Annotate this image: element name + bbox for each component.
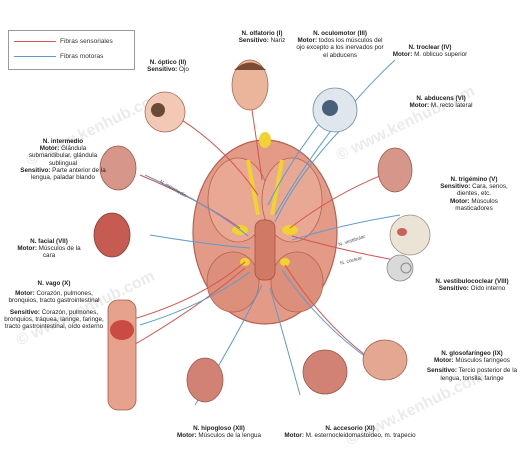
nerve-name: N. oculomotor (III)	[296, 30, 384, 37]
face-muscles-figure	[94, 213, 130, 257]
desc-key: Sensitivo:	[439, 285, 469, 292]
nerve-name: N. glosofaríngeo (IX)	[418, 350, 526, 357]
label-vago: N. vago (X) Motor: Corazón, pulmones, br…	[4, 280, 104, 330]
motor-value: Músculos faríngeos	[455, 357, 510, 364]
head-trigemino-figure	[378, 148, 412, 192]
label-intermedio: N. intermedio Motor: Glándula submandibu…	[20, 138, 106, 181]
label-abducens: N. abducens (VI) Motor: M. recto lateral	[396, 95, 486, 109]
desc-key: Sensitivo:	[239, 37, 269, 44]
nerve-name: N. trigémino (V)	[432, 176, 516, 183]
nerve-name: N. vago (X)	[4, 280, 104, 287]
motor-key: Motor:	[450, 198, 470, 205]
nerve-name: N. abducens (VI)	[396, 95, 486, 102]
desc-value: M. esternocleidomastoideo, m. trapecio	[306, 432, 416, 439]
neck-figure	[303, 350, 347, 394]
nerve-name: N. vestibulococlear (VIII)	[420, 278, 524, 285]
desc-key: Motor:	[17, 245, 37, 252]
legend-motor-swatch	[14, 56, 56, 58]
label-accesorio: N. accesorio (XI) Motor: M. esternocleid…	[280, 425, 420, 439]
legend: Fibras sensoriales Fibras motoras	[8, 30, 135, 70]
organs-figure	[108, 300, 136, 410]
desc-key: Motor:	[284, 432, 304, 439]
legend-motor-label: Fibras motoras	[60, 53, 103, 60]
sens-key: Sensitivo:	[20, 167, 50, 174]
tongue-figure	[187, 358, 223, 402]
desc-value: Músculos de la cara	[39, 245, 81, 259]
desc-key: Motor:	[297, 37, 317, 44]
eye-figure	[145, 92, 185, 132]
label-oculomotor: N. oculomotor (III) Motor: todos los mús…	[296, 30, 384, 59]
label-vestibulococlear: N. vestibulococlear (VIII) Sensitivo: Oí…	[420, 278, 524, 292]
nerve-name: N. óptico (II)	[138, 59, 198, 66]
label-trigemino: N. trigémino (V) Sensitivo: Cara, senos,…	[432, 176, 516, 212]
inner-ear-figure	[387, 255, 413, 281]
throat-figure	[363, 340, 407, 380]
label-glosofaringeo: N. glosofaríngeo (IX) Motor: Músculos fa…	[418, 350, 526, 382]
desc-value: Ojo	[179, 66, 189, 73]
sens-key: Sensitivo:	[10, 309, 40, 316]
nerve-name: N. accesorio (XI)	[280, 425, 420, 432]
desc-value: M. recto lateral	[431, 102, 473, 109]
legend-sensory-label: Fibras sensoriales	[60, 38, 113, 45]
face-figure	[232, 60, 268, 110]
legend-sensory: Fibras sensoriales	[14, 38, 113, 45]
nerve-name: N. troclear (IV)	[392, 44, 468, 51]
desc-value: Músculos de la lengua	[198, 432, 261, 439]
desc-key: Motor:	[393, 51, 413, 58]
label-troclear: N. troclear (IV) Motor: M. oblicuo super…	[392, 44, 468, 58]
nerve-name: N. olfatorio (I)	[232, 30, 292, 37]
desc-key: Motor:	[410, 102, 430, 109]
motor-key: Motor:	[40, 145, 60, 152]
desc-key: Sensitivo:	[147, 66, 177, 73]
desc-key: Motor:	[177, 432, 197, 439]
nerve-name: N. facial (VII)	[16, 238, 82, 245]
nerve-name: N. hipogloso (XII)	[176, 425, 262, 432]
sens-key: Sensitivo:	[427, 367, 457, 374]
desc-value: M. oblicuo superior	[414, 51, 467, 58]
skull-figure	[390, 215, 430, 255]
brain-inferior-view	[193, 132, 337, 324]
legend-motor: Fibras motoras	[14, 53, 103, 60]
desc-value: Oído interno	[471, 285, 506, 292]
eyeball-figure	[313, 88, 357, 132]
nerve-name: N. intermedio	[20, 138, 106, 145]
motor-key: Motor:	[434, 357, 454, 364]
legend-sensory-swatch	[14, 41, 56, 43]
label-optico: N. óptico (II) Sensitivo: Ojo	[138, 59, 198, 73]
sens-key: Sensitivo:	[440, 183, 470, 190]
label-olfatorio: N. olfatorio (I) Sensitivo: Nariz	[232, 30, 292, 44]
motor-key: Motor:	[15, 290, 35, 297]
desc-value: Nariz	[271, 37, 286, 44]
label-hipogloso: N. hipogloso (XII) Motor: Músculos de la…	[176, 425, 262, 439]
label-facial: N. facial (VII) Motor: Músculos de la ca…	[16, 238, 82, 260]
